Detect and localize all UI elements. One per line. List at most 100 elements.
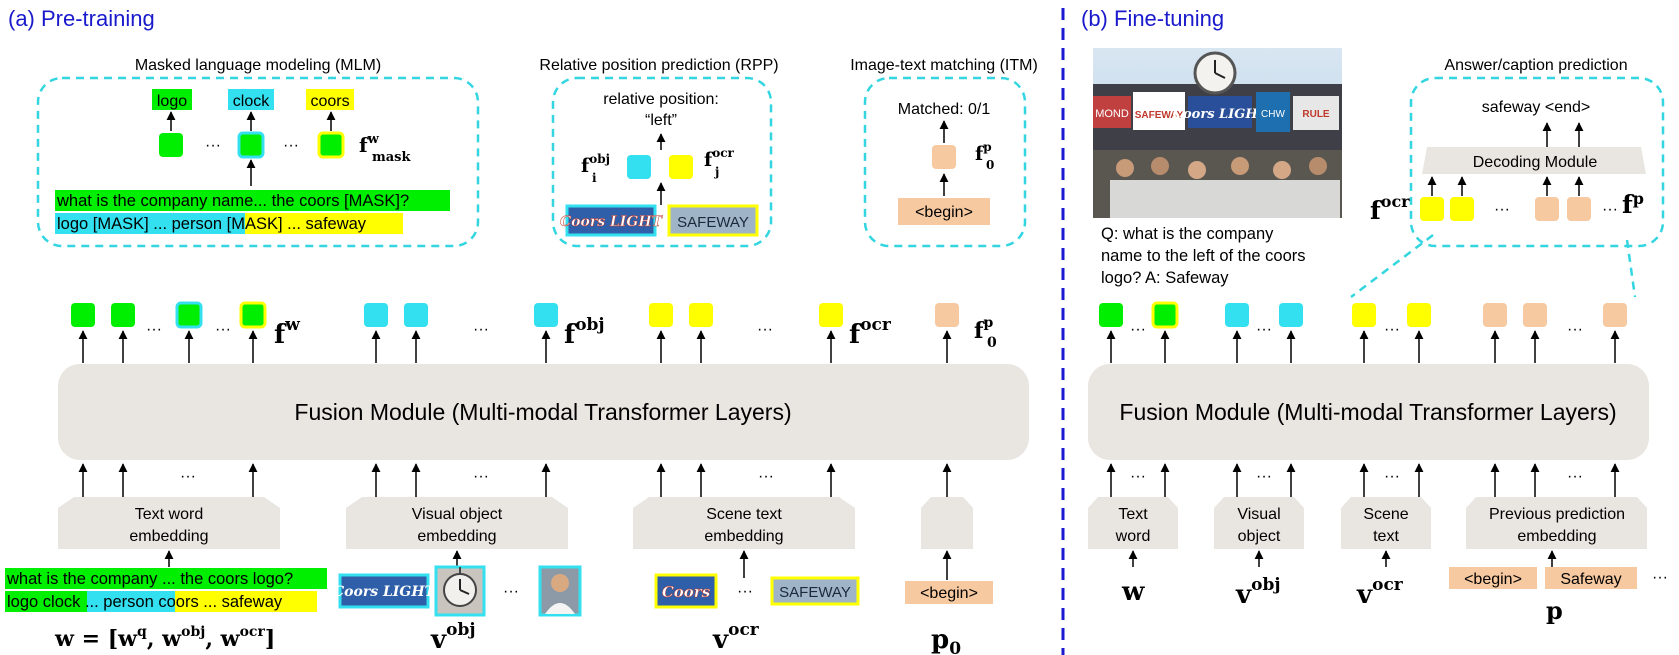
decoding-token-p-2 [1567,197,1591,221]
finetune-input-arrows [1106,463,1620,497]
decoding-in-arrows [1427,176,1584,196]
mlm-input-line2: logo [MASK] ... person [MASK] ... safewa… [57,215,367,233]
qa-line-1: Q: what is the company [1101,225,1274,243]
svg-text:CHW: CHW [1261,109,1285,120]
ft-feat-dots-1: ··· [1130,321,1146,338]
pretrain-in-dots-2: ··· [473,468,489,485]
text-word-embedding-block [58,497,280,549]
ft-text-word-label-1: Text [1118,506,1148,523]
ft-in-dots-2: ··· [1256,468,1272,485]
ft-visual-object-embedding [1214,497,1304,549]
rpp-safeway-logo: SAFEWAY [667,204,759,237]
pretrain-feat-dots-2: ··· [215,321,231,338]
input-w-line2: logo clock ... person coors ... safeway [7,593,283,611]
svg-text:Coors: Coors [662,583,711,601]
input-w-line1: what is the company ... the coors logo? [6,570,293,588]
ft-begin-label: <begin> [1464,571,1522,588]
ft-p-label: p [1546,596,1563,625]
ft-fp-label: fp [1622,189,1644,219]
svg-text:MOND: MOND [1095,108,1129,120]
stadium-photo: MOND SAFEWAY Coors LIGHT CHW RULE [1093,48,1342,218]
focr-label: focr [849,315,892,350]
fobj-label: fobj [564,315,605,350]
qa-line-2: name to the left of the coors [1101,247,1306,265]
mlm-word-coors-highlight [306,89,354,110]
pretrain-feat-dots-3: ··· [473,321,489,338]
rpp-token-obj [627,155,651,179]
ft-text-word-label-2: word [1115,528,1151,545]
rpp-left-answer: “left” [645,112,677,129]
ft-feat-dots-2: ··· [1256,321,1272,338]
decoding-module [1422,147,1646,174]
ft-previous-prediction-label-2: embedding [1517,528,1596,545]
object-crop-coors-light: Coors LIGHT [333,573,437,609]
finetune-fusion-label: Fusion Module (Multi-modal Transformer L… [1119,399,1616,425]
mlm-token-yellow [317,131,345,159]
svg-text:SAFEWAY: SAFEWAY [1135,110,1184,121]
answer-caption-title: Answer/caption prediction [1444,57,1627,74]
decoding-token-p-1 [1535,197,1559,221]
answer-connector-right [1625,239,1637,298]
object-crops-dots: ··· [503,583,519,600]
vobj-label: vobj [430,620,476,655]
rpp-dashed-box [551,76,773,248]
scene-text-embedding-label-2: embedding [704,528,783,545]
mlm-word-clock-highlight [228,89,274,110]
pretrain-feat-dots-4: ··· [757,321,773,338]
mlm-word-coors: coors [310,93,349,110]
answer-connector-left [1350,234,1434,298]
ocr-crops-dots: ··· [737,583,753,600]
rpp-token-ocr [669,155,693,179]
mlm-title: Masked language modeling (MLM) [135,57,381,74]
ft-in-dots-1: ··· [1130,468,1146,485]
scene-text-embedding-label-1: Scene text [706,506,782,523]
mlm-word-logo-highlight [152,89,192,110]
mlm-word-clock: clock [233,93,270,110]
input-w-line2-highlight-green [5,591,87,612]
ft-visual-object-label-2: object [1238,528,1281,545]
mlm-input-line1-highlight [55,190,450,211]
ft-previous-prediction-embedding [1466,497,1647,549]
object-crop-person [538,565,582,617]
ft-prev-dots: ··· [1652,569,1668,586]
w-formula: w = [wq, wobj, wocr] [54,624,275,652]
itm-dashed-box [863,76,1027,248]
mlm-input-line1: what is the company name... the coors [M… [56,192,409,210]
finetune-fusion-module [1088,364,1649,460]
finetune-output-arrows [1106,330,1620,363]
pretrain-begin-label: <begin> [920,585,978,602]
p0-label: p0 [931,625,961,655]
ft-in-dots-4: ··· [1567,468,1583,485]
ft-vobj-label: vobj [1235,575,1281,610]
answer-dashed-box [1409,76,1665,248]
text-word-embedding-label-2: embedding [129,528,208,545]
decoding-token-ocr-1 [1420,197,1444,221]
answer-output: safeway <end> [1482,99,1591,116]
ft-safeway-label: Safeway [1560,571,1621,588]
pretrain-fusion-label: Fusion Module (Multi-modal Transformer L… [294,399,791,425]
ft-in-dots-3: ··· [1384,468,1400,485]
itm-matched-output: Matched: 0/1 [898,101,991,118]
finetune-feature-tokens [1099,301,1627,329]
svg-text:Coors LIGHT: Coors LIGHT [333,584,437,600]
svg-text:RULE: RULE [1302,109,1330,120]
ft-focr-label: focr [1370,192,1410,225]
pretrain-begin-box [905,581,993,604]
ft-vocr-label: vocr [1356,575,1404,610]
svg-text:SAFEWAY: SAFEWAY [677,214,749,231]
input-w-line2-highlight-cyan [87,591,175,612]
pretrain-feat-dots-1: ··· [146,321,162,338]
mlm-input-line2-highlight-cyan [55,213,245,234]
svg-text:Coors LIGHT: Coors LIGHT [560,214,664,230]
ft-scene-text-embedding [1341,497,1431,549]
rpp-coors-light-logo: Coors LIGHT [560,204,664,237]
visual-object-embedding-block [346,497,568,549]
ft-previous-prediction-label-1: Previous prediction [1489,506,1625,523]
visual-object-embedding-label-1: Visual object [412,506,503,523]
ocr-crop-safeway: SAFEWAY [770,576,860,606]
input-w-line2-highlight-yellow [175,591,317,612]
visual-object-embedding-label-2: embedding [417,528,496,545]
